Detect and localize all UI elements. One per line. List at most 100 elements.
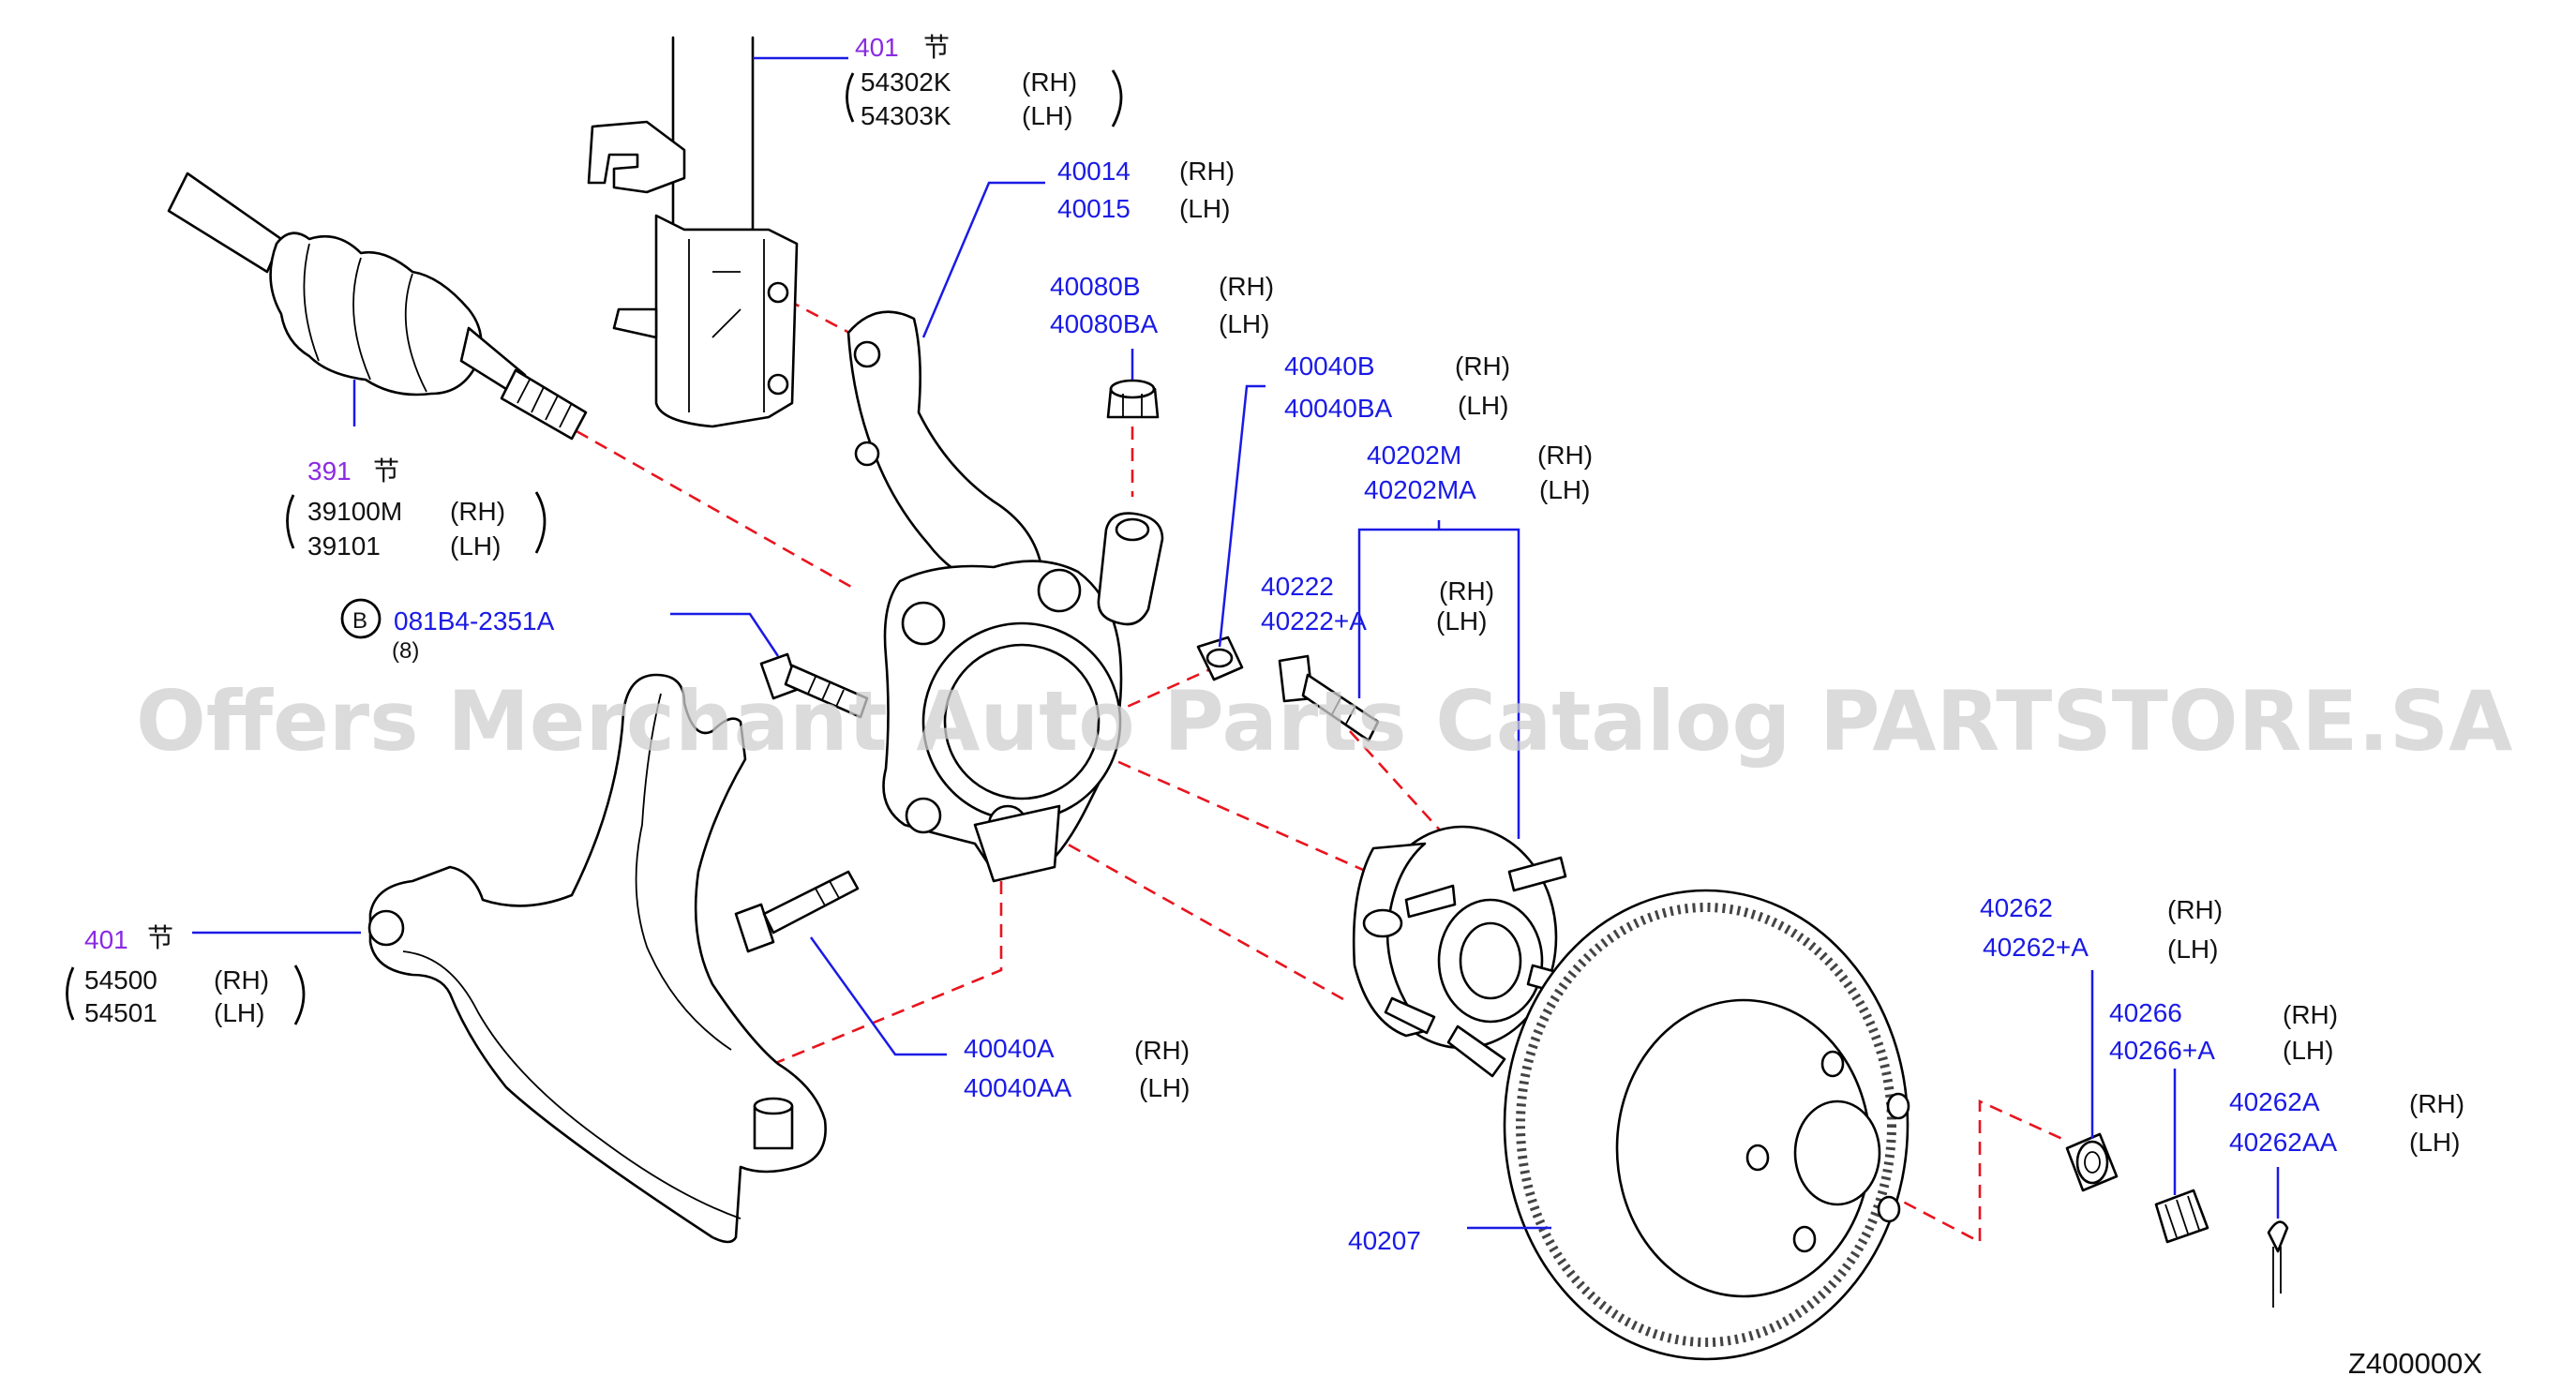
rotor-stud-hole-1 [1820, 1050, 1845, 1078]
label-knuckle-rh[interactable]: 40014 [1057, 157, 1131, 186]
label-lower-bolt-lh[interactable]: 40040AA [964, 1073, 1072, 1102]
label-hub-bolt-lh[interactable]: 40222+A [1261, 606, 1367, 636]
hub-stud-1 [1507, 856, 1567, 892]
label-driveshaft-section[interactable]: 391 [307, 456, 352, 486]
label-knuckle-nut-lh[interactable]: 40080BA [1050, 309, 1159, 338]
paren-strut-left [846, 72, 855, 123]
label-cotter-pin-rh[interactable]: 40262A [2229, 1087, 2320, 1116]
strut-tube [671, 36, 755, 232]
label-axle-nut-lh[interactable]: 40262+A [1983, 933, 2089, 962]
hub-lower-line [1049, 832, 1351, 1005]
label-hub-bolt-rh[interactable]: 40222 [1261, 572, 1334, 601]
label-axle-nut-rh[interactable]: 40262 [1980, 893, 2053, 922]
driveshaft-axis-line [576, 429, 859, 592]
bracket-parens [66, 69, 1123, 1025]
circle-b [340, 598, 382, 639]
label-knuckle-lh-tag: (LH) [1179, 194, 1230, 223]
label-strut-rh-tag: (RH) [1022, 67, 1077, 97]
label-upper-bolt-lh-tag: (LH) [1458, 391, 1508, 420]
label-driveshaft-section-char: 节 [373, 456, 399, 486]
label-strut-section-char: 节 [923, 33, 950, 62]
rotor-center-bore [1793, 1099, 1881, 1206]
label-hub-lh[interactable]: 40202MA [1364, 475, 1476, 504]
label-lower-arm-rh-tag: (RH) [214, 965, 269, 995]
label-rotor-code[interactable]: 40207 [1348, 1226, 1421, 1255]
strut-side-tab [612, 307, 658, 339]
label-upper-bolt-rh-tag: (RH) [1455, 351, 1510, 381]
rotor-stud-hole-4 [1792, 1225, 1817, 1253]
label-lower-arm-lh-tag: (LH) [214, 998, 264, 1027]
lower-arm-body [368, 673, 827, 1244]
strut-assembly [587, 36, 799, 428]
label-knuckle-nut-rh-tag: (RH) [1219, 272, 1274, 301]
label-hub-lh-tag: (LH) [1539, 475, 1590, 504]
rotor-stud-hole-3 [1877, 1195, 1901, 1223]
label-hub-rh-tag: (RH) [1537, 441, 1593, 470]
label-strut-rh[interactable]: 54302K [861, 67, 951, 97]
label-driveshaft-rh[interactable]: 39100M [307, 497, 402, 526]
label-axle-nut-lh-tag: (LH) [2167, 935, 2218, 964]
driveshaft-spline-lines [517, 379, 573, 428]
label-bolt-b-code[interactable]: 081B4-2351A [394, 606, 555, 636]
rotor-stud-hole-5 [1745, 1144, 1770, 1172]
label-hub-bolt-rh-tag: (RH) [1439, 576, 1494, 606]
knuckle-bore-inner [943, 643, 1101, 800]
axle-nut-40262 [2065, 1132, 2119, 1192]
label-strut-lh-tag: (LH) [1022, 101, 1072, 130]
label-driveshaft-lh[interactable]: 39101 [307, 531, 381, 561]
label-lower-bolt-rh-tag: (RH) [1134, 1036, 1190, 1065]
label-bolt-b-qty: (8) [392, 638, 419, 664]
strut-bracket-detail [688, 239, 765, 412]
label-lower-arm-section[interactable]: 401 [84, 925, 128, 954]
label-driveshaft-lh-tag: (LH) [450, 531, 501, 561]
label-knuckle-lh[interactable]: 40015 [1057, 194, 1131, 223]
label-nut-cap-rh-tag: (RH) [2283, 1000, 2338, 1029]
callout-labels: 401 节 54302K (RH) 54303K (LH) 40014 (RH)… [84, 33, 2482, 1380]
paren-driveshaft-right [534, 491, 547, 554]
hub-stud-4 [1384, 996, 1436, 1035]
knuckle-ball-joint-boss [973, 804, 1061, 883]
paren-lower-arm-left [66, 966, 75, 1021]
watermark-text: Offers Merchant Auto Parts Catalog PARTS… [136, 673, 2512, 770]
hub-body [1352, 842, 1427, 1038]
leader-bolt-b [670, 612, 780, 657]
bolt-081B4 [759, 652, 869, 719]
strut-bolt-hole-upper [767, 281, 789, 304]
axle-nut-line [1827, 1099, 2063, 1245]
lower-control-arm [367, 673, 827, 1244]
label-cotter-pin-lh[interactable]: 40262AA [2229, 1128, 2338, 1157]
label-lower-arm-rh[interactable]: 54500 [84, 965, 157, 995]
label-lower-arm-lh[interactable]: 54501 [84, 998, 157, 1027]
label-nut-cap-lh[interactable]: 40266+A [2109, 1036, 2215, 1065]
steering-knuckle [846, 310, 1164, 883]
nut-cap-40266 [2154, 1189, 2209, 1244]
label-driveshaft-rh-tag: (RH) [450, 497, 505, 526]
rotor-vent-ring [1516, 903, 1896, 1347]
label-lower-bolt-rh[interactable]: 40040A [964, 1034, 1055, 1063]
driveshaft-boot [269, 232, 483, 396]
hub-bolt-line [1349, 730, 1445, 835]
driveshaft-bar [167, 172, 283, 274]
strut-brake-hose-clip [587, 120, 686, 194]
label-hub-rh[interactable]: 40202M [1367, 441, 1461, 470]
ball-joint-line [771, 881, 1003, 1111]
label-knuckle-nut-rh[interactable]: 40080B [1050, 272, 1141, 301]
leader-lower-bolt [809, 936, 947, 1056]
label-cotter-pin-lh-tag: (LH) [2409, 1128, 2460, 1157]
label-strut-section[interactable]: 401 [855, 33, 899, 62]
lower-bolt-40040A [734, 870, 860, 953]
driveshaft-assembly [167, 172, 588, 441]
label-hub-bolt-lh-tag: (LH) [1436, 606, 1487, 636]
label-strut-lh[interactable]: 54303K [861, 101, 951, 130]
label-nut-cap-rh[interactable]: 40266 [2109, 998, 2182, 1027]
label-upper-bolt-rh[interactable]: 40040B [1284, 351, 1375, 381]
paren-strut-right [1111, 69, 1123, 127]
knuckle-mid-hole [854, 441, 880, 467]
label-upper-bolt-lh[interactable]: 40040BA [1284, 394, 1393, 423]
hub-stud-3 [1446, 1025, 1506, 1078]
upper-bolt-line [1124, 664, 1220, 710]
rotor-stud-hole-2 [1886, 1092, 1910, 1120]
hub-axis-line [1058, 734, 1379, 878]
driveshaft-boot-folds [303, 243, 427, 393]
